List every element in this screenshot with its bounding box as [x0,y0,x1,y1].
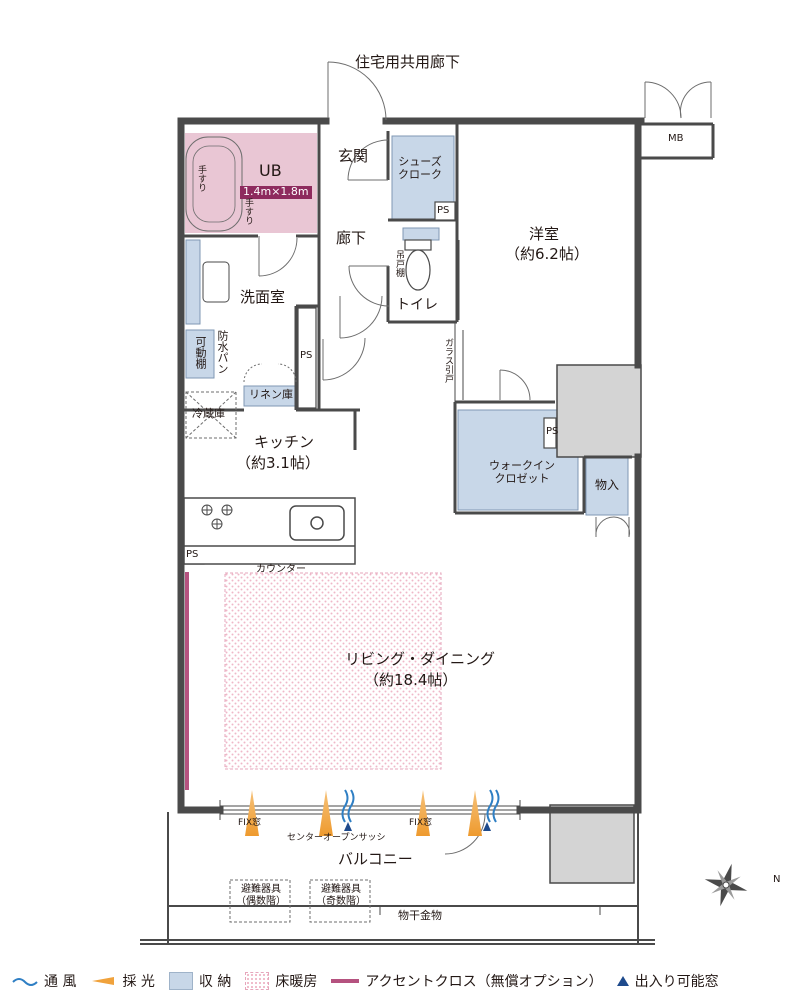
movable-shelf-fill [185,329,215,379]
entrance-label: 玄関 [338,147,369,165]
hallway-label: 廊下 [336,229,367,247]
stove [201,504,233,530]
evacuation-hatch-odd [309,879,371,923]
legend-ventilation: 通 風 [12,971,76,991]
ps-box-washroom [297,307,317,409]
legend-ventilation-label: 通 風 [44,974,77,990]
handrail-label-left: 手すり [196,165,206,192]
ps-label-kitchen: PS [186,549,199,560]
legend-accent: アクセントクロス（無償オプション） [331,971,603,991]
evacuation-even-label: 避難器具 （偶数階） [236,884,286,907]
column-balcony [549,804,635,884]
storage-fill [585,456,629,516]
counter-label: カウンター [256,564,306,575]
fix-window-label-left: FIX窓 [238,818,261,828]
ps-box-closet [543,417,557,449]
ub-size-badge: 1.4m×1.8m [240,185,312,199]
floor-plan-drawing [140,61,748,945]
washroom-label: 洗面室 [240,288,286,306]
living-dining-size: （約18.4帖） [364,671,458,689]
ps-label-closet: PS [546,426,559,437]
glass-sliding-door-label: ガラス引戸 [443,338,453,383]
light-icon [92,977,115,985]
ps-label-entrance: PS [437,205,450,216]
floor-heating-area [224,572,442,770]
column-east [556,364,642,458]
mb-label: MB [668,133,684,144]
legend-floor-heating: 床暖房 [245,971,317,991]
fix-window-label-right: FIX窓 [409,818,432,828]
toilet-label: トイレ [396,297,438,313]
ps-label-washroom: PS [300,350,313,361]
legend-floor-heating-label: 床暖房 [275,974,318,990]
legend-daylight-label: 採 光 [122,974,155,990]
living-dining-label: リビング・ダイニング [345,650,496,668]
kitchen-label: キッチン [254,433,315,451]
ub-label: UB [259,161,282,180]
wash-basin [202,261,230,303]
legend-accent-label: アクセントクロス（無償オプション） [365,974,603,990]
floor-heating-swatch [245,972,270,990]
movable-shelf-label: 可動棚 [194,336,207,369]
storage-swatch [168,972,193,990]
drying-hardware-label: 物干金物 [398,909,442,922]
legend-storage: 収 納 [168,971,232,991]
fridge-label: 冷蔵庫 [192,407,225,420]
north-label: N [773,874,781,885]
evacuation-odd-label: 避難器具 （奇数階） [316,884,366,907]
compass-icon [704,863,748,907]
wave-icon [12,978,38,986]
western-room-size: （約6.2帖） [505,245,589,263]
accent-swatch [331,979,360,983]
evacuation-hatch-even [229,879,291,923]
bathtub [185,136,243,232]
ps-box-entrance [434,201,456,221]
legend: 通 風 採 光 収 納 床暖房 アクセントクロス（無償オプション） 出入り可能窓 [12,968,802,994]
kitchen-counter [183,497,356,565]
legend-storage-label: 収 納 [198,974,232,990]
balcony-label: バルコニー [338,850,413,868]
shoe-closet-label: シューズ クローク [398,155,442,181]
walk-in-closet-label: ウォークイン クロゼット [489,459,555,485]
entry-window-markers [344,822,491,831]
ventilation-markers [341,789,500,823]
toilet-shelf-fill [402,227,440,241]
refrigerator [185,391,237,439]
hanging-cabinet-label: 吊戸棚 [394,250,404,277]
linen-storage-label: リネン庫 [249,388,293,401]
center-open-sash-label: センターオープンサッシ [287,833,386,843]
storage-label: 物入 [595,478,620,492]
kitchen-size: （約3.1帖） [236,454,320,472]
legend-daylight: 採 光 [90,971,155,991]
western-room-label: 洋室 [529,225,560,243]
daylight-markers [245,790,482,836]
legend-entry-label: 出入り可能窓 [634,974,719,990]
handrail-label-right: 手すり [243,198,253,225]
corridor-label: 住宅用共用廊下 [355,53,461,71]
triangle-icon [616,976,629,986]
vanity-fill [185,239,201,325]
waterproof-pan-label: 防水パン [216,330,229,374]
toilet-fixture [404,239,432,291]
legend-entry: 出入り可能窓 [616,971,719,991]
